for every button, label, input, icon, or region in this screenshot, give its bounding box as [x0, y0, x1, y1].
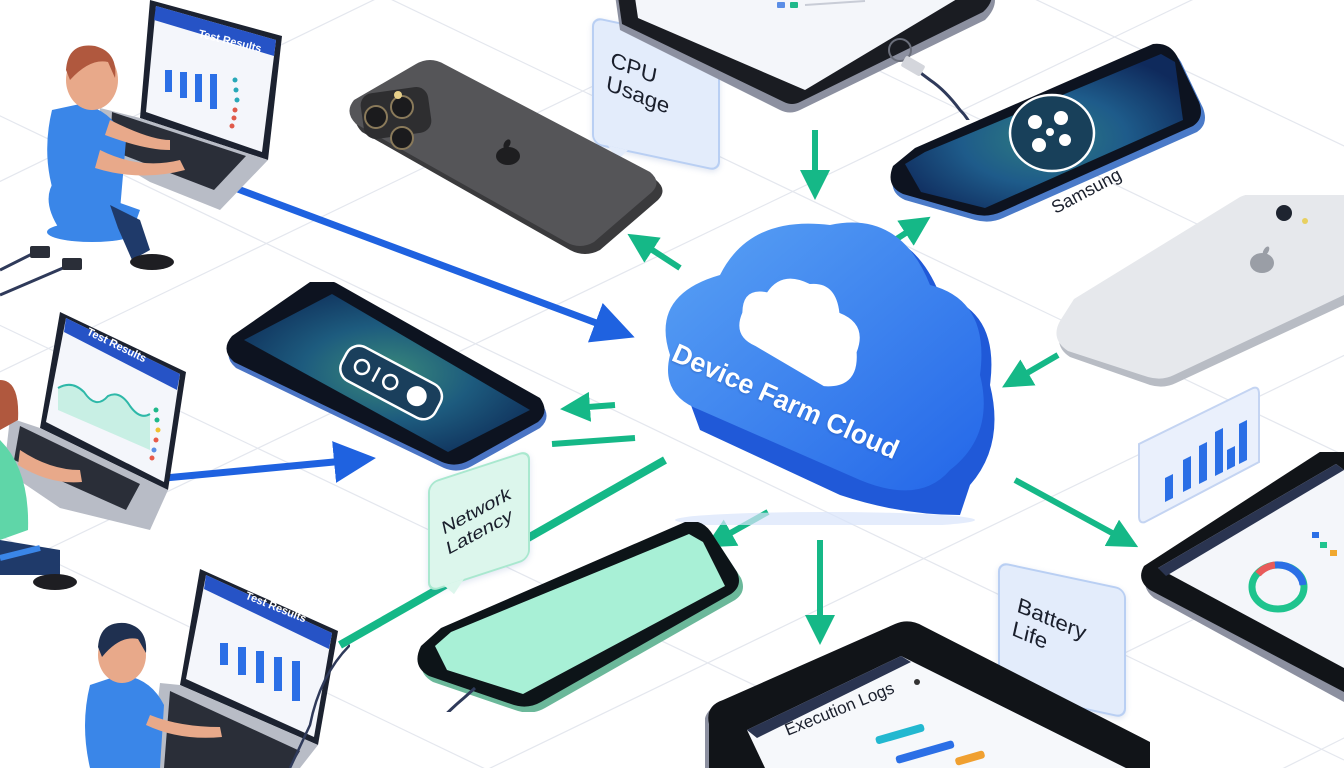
usb-cable — [909, 63, 970, 120]
tester-1 — [0, 0, 282, 297]
floating-bar-chart — [1138, 386, 1260, 524]
shirt — [85, 675, 164, 768]
hair — [98, 622, 147, 657]
tablet-top — [615, 0, 995, 120]
hair — [66, 45, 116, 80]
bar-chart — [165, 70, 217, 109]
tester-2 — [0, 312, 186, 590]
blue-phone — [226, 282, 547, 471]
tablet-dashboard — [1141, 452, 1344, 702]
cloud-icon — [665, 222, 995, 525]
shirt — [47, 104, 127, 210]
apple-logo-icon — [496, 139, 520, 165]
mint-screen — [435, 534, 725, 694]
line-chart-area — [58, 384, 150, 450]
iphone-dark — [349, 60, 663, 254]
samsung-phone — [890, 43, 1205, 222]
apple-logo-icon — [1250, 246, 1274, 273]
hair — [0, 380, 19, 430]
app-dots-icon — [1008, 93, 1096, 173]
shirt — [0, 440, 29, 540]
usb-cable — [446, 686, 477, 712]
tester-3 — [85, 569, 350, 768]
bar-chart — [220, 643, 300, 701]
stool — [47, 222, 137, 242]
home-button-icon — [888, 38, 912, 62]
iphone-silver — [1056, 195, 1344, 387]
tablet-logs — [705, 621, 1150, 768]
donut-chart — [1248, 561, 1308, 613]
app-list — [777, 0, 866, 8]
green-phone — [417, 522, 743, 712]
toggle-icon — [339, 344, 444, 421]
line-chart — [57, 383, 151, 417]
